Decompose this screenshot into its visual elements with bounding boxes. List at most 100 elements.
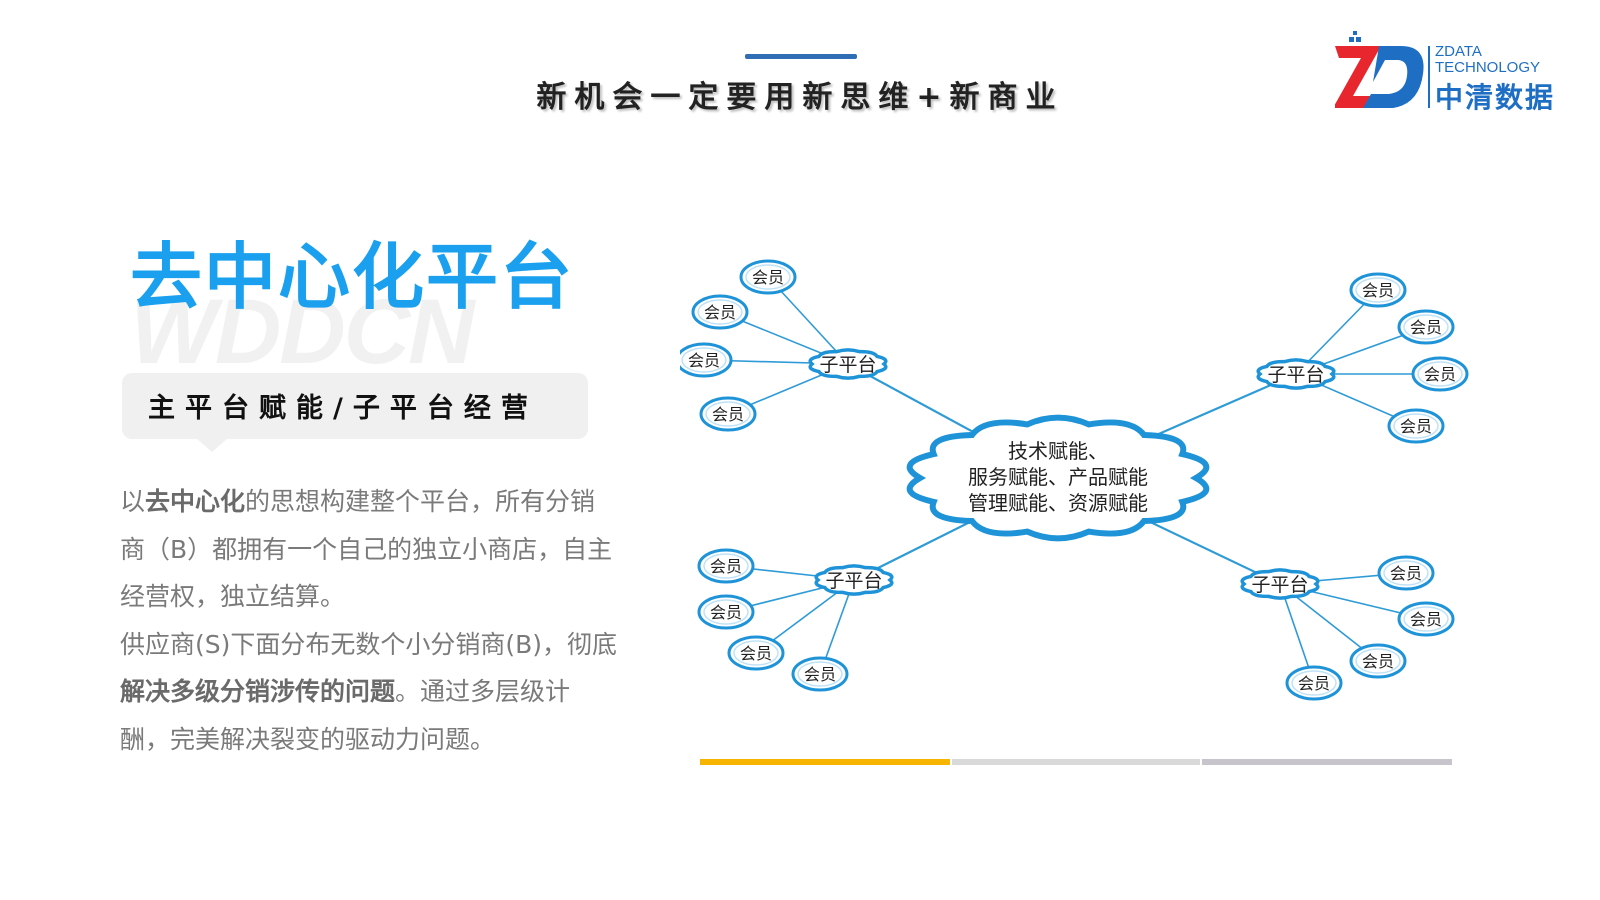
member-ellipse-inner — [1393, 413, 1439, 439]
central-cloud-text: 服务赋能、产品赋能 — [968, 465, 1148, 489]
member-ellipse — [1411, 356, 1469, 392]
member-label: 会员 — [752, 268, 784, 287]
member-ellipse-inner — [703, 553, 749, 579]
member-node: 会员 — [1397, 309, 1455, 345]
member-ellipse-inner — [1403, 606, 1449, 632]
header-accent-bar — [745, 54, 857, 59]
member-ellipse — [739, 259, 797, 295]
member-ellipse — [727, 635, 785, 671]
sub-platform-cloud-shape — [808, 348, 888, 380]
sub-platform-cloud-shape — [1240, 568, 1320, 600]
member-ellipse-inner — [681, 347, 727, 373]
member-ellipse — [697, 594, 755, 630]
member-node: 会员 — [1377, 555, 1435, 591]
zd-logo-mark-icon — [1335, 31, 1424, 108]
member-node: 会员 — [1411, 356, 1469, 392]
sub-platform-node: 子平台 — [814, 564, 894, 596]
member-label: 会员 — [804, 665, 836, 684]
member-node: 会员 — [1285, 665, 1343, 701]
member-node: 会员 — [791, 656, 849, 692]
sub-platform-node: 子平台 — [1240, 568, 1320, 600]
para2-bold: 解决多级分销涉传的问题 — [120, 677, 396, 706]
member-ellipse-inner — [733, 640, 779, 666]
member-ellipse — [1397, 601, 1455, 637]
member-label: 会员 — [710, 557, 742, 576]
logo-english: ZDATA TECHNOLOGY — [1435, 44, 1540, 76]
member-node: 会员 — [697, 594, 755, 630]
member-ellipse-inner — [697, 299, 743, 325]
member-node: 会员 — [697, 548, 755, 584]
member-node: 会员 — [699, 396, 757, 432]
member-ellipse — [1349, 643, 1407, 679]
member-node: 会员 — [691, 294, 749, 330]
para2-rest: 。通过多层级计酬，完美解决裂变的驱动力问题。 — [120, 677, 571, 754]
member-label: 会员 — [712, 405, 744, 424]
company-logo: ZDATA TECHNOLOGY 中清数据 — [1335, 30, 1575, 120]
member-label: 会员 — [1298, 674, 1330, 693]
para1-prefix: 以 — [120, 487, 146, 516]
member-label: 会员 — [1424, 365, 1456, 384]
member-ellipse-inner — [797, 661, 843, 687]
member-label: 会员 — [1390, 564, 1422, 583]
member-node: 会员 — [680, 342, 733, 378]
member-label: 会员 — [710, 603, 742, 622]
member-label: 会员 — [704, 303, 736, 322]
member-label: 会员 — [1400, 417, 1432, 436]
logo-english-line1: ZDATA — [1435, 43, 1482, 60]
member-node: 会员 — [739, 259, 797, 295]
sub-platform-label: 子平台 — [1267, 364, 1324, 386]
progress-segment-3 — [1202, 759, 1452, 765]
member-ellipse — [791, 656, 849, 692]
member-node: 会员 — [1349, 643, 1407, 679]
member-ellipse — [691, 294, 749, 330]
member-ellipse-inner — [1403, 314, 1449, 340]
member-ellipse — [1349, 272, 1407, 308]
para1-rest: 的思想构建整个平台，所有分销商（B）都拥有一个自己的独立小商店，自主经营权，独立… — [120, 487, 613, 611]
progress-segment-2 — [952, 759, 1200, 765]
para1-bold: 去中心化 — [145, 487, 246, 516]
member-ellipse — [699, 396, 757, 432]
member-ellipse — [680, 342, 733, 378]
member-ellipse — [1397, 309, 1455, 345]
description: 以去中心化的思想构建整个平台，所有分销商（B）都拥有一个自己的独立小商店，自主经… — [120, 478, 620, 763]
member-label: 会员 — [1362, 652, 1394, 671]
sub-platform-node: 子平台 — [1256, 358, 1336, 390]
member-label: 会员 — [1410, 318, 1442, 337]
header-slogan: 新机会一定要用新思维+新商业 — [536, 80, 1064, 115]
member-ellipse — [1377, 555, 1435, 591]
subtitle-bubble-tail — [196, 438, 228, 452]
sub-platform-label: 子平台 — [819, 354, 876, 376]
member-node: 会员 — [1387, 408, 1445, 444]
member-ellipse-inner — [1383, 560, 1429, 586]
central-cloud-shape — [906, 414, 1210, 542]
member-ellipse-inner — [1355, 648, 1401, 674]
member-ellipse-inner — [1355, 277, 1401, 303]
subtitle: 主平台赋能/子平台经营 — [148, 393, 538, 424]
para2-prefix: 供应商(S)下面分布无数个小分销商(B)，彻底 — [120, 629, 618, 659]
member-ellipse-inner — [745, 264, 791, 290]
background-watermark: WDDCN — [130, 281, 475, 383]
sub-platform-cloud-shape — [814, 564, 894, 596]
member-ellipse — [697, 548, 755, 584]
member-ellipse-inner — [1291, 670, 1337, 696]
page-title: 去中心化平台 — [130, 235, 575, 319]
member-label: 会员 — [688, 351, 720, 370]
central-cloud-text: 技术赋能、 — [1008, 439, 1108, 463]
member-node: 会员 — [1397, 601, 1455, 637]
member-ellipse — [1387, 408, 1445, 444]
sub-platform-node: 子平台 — [808, 348, 888, 380]
sub-platform-label: 子平台 — [1251, 574, 1308, 596]
member-ellipse-inner — [1417, 361, 1463, 387]
progress-segment-1 — [700, 759, 950, 765]
member-label: 会员 — [1410, 610, 1442, 629]
logo-chinese: 中清数据 — [1435, 81, 1556, 114]
member-label: 会员 — [740, 644, 772, 663]
sub-platform-cloud-shape — [1256, 358, 1336, 390]
member-node: 会员 — [1349, 272, 1407, 308]
member-ellipse — [1285, 665, 1343, 701]
subtitle-bubble — [122, 373, 588, 439]
platform-network-diagram: 技术赋能、服务赋能、产品赋能管理赋能、资源赋能子平台会员会员会员会员子平台会员会… — [680, 259, 1469, 701]
logo-english-line2: TECHNOLOGY — [1435, 59, 1541, 76]
member-ellipse-inner — [703, 599, 749, 625]
